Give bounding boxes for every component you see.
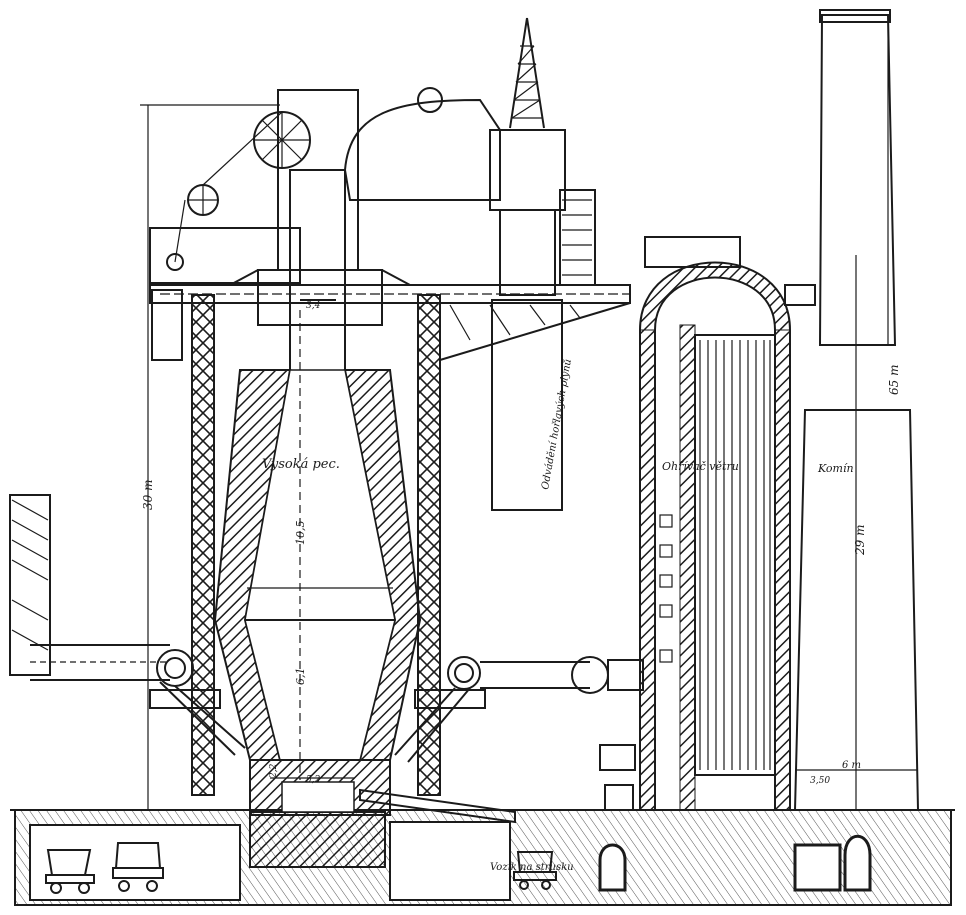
label-slag-car: Vozík na strusku — [490, 862, 574, 873]
dim-top-width: 3,4 — [306, 301, 321, 311]
label-chimney: Komín — [817, 462, 854, 475]
dimension-lines — [140, 18, 918, 810]
support-tower-right — [414, 294, 486, 796]
underground-flues — [598, 834, 872, 892]
hoist-wheels — [149, 111, 311, 284]
dim-hearth-width: 5,2 — [306, 775, 321, 785]
slag-car-center — [513, 851, 557, 890]
chimney-lower — [793, 409, 920, 811]
charging-platform — [149, 284, 631, 362]
dim-base: 3,50 — [810, 776, 830, 786]
slag-car-left — [45, 849, 95, 894]
support-tower-left — [149, 289, 221, 796]
dim-bosh: 6,1 — [294, 668, 307, 686]
derrick — [509, 17, 545, 129]
dim-shaft: 10,5 — [294, 521, 307, 546]
label-heater: Ohřívač větru — [662, 460, 739, 473]
dim-chimney-total: 65 m — [887, 365, 901, 395]
blast-main-pipe — [9, 494, 246, 756]
checker-work — [699, 340, 771, 770]
dim-heater-width: 6 m — [842, 760, 861, 771]
gas-downcomer — [343, 87, 596, 511]
furnace-body — [213, 310, 422, 816]
hot-blast-stove — [599, 236, 816, 811]
chimney-tall — [818, 9, 897, 346]
slag-runner — [359, 788, 516, 824]
slag-car-right — [112, 842, 164, 892]
dim-total-height: 30 m — [141, 480, 155, 510]
label-furnace: Vysoká pec. — [262, 457, 340, 472]
label-gas-duct: Odvádění hořlavých plynů — [539, 358, 574, 490]
dim-hearth: 2,2 — [269, 763, 279, 779]
dim-chimney-lower: 29 m — [853, 525, 867, 556]
